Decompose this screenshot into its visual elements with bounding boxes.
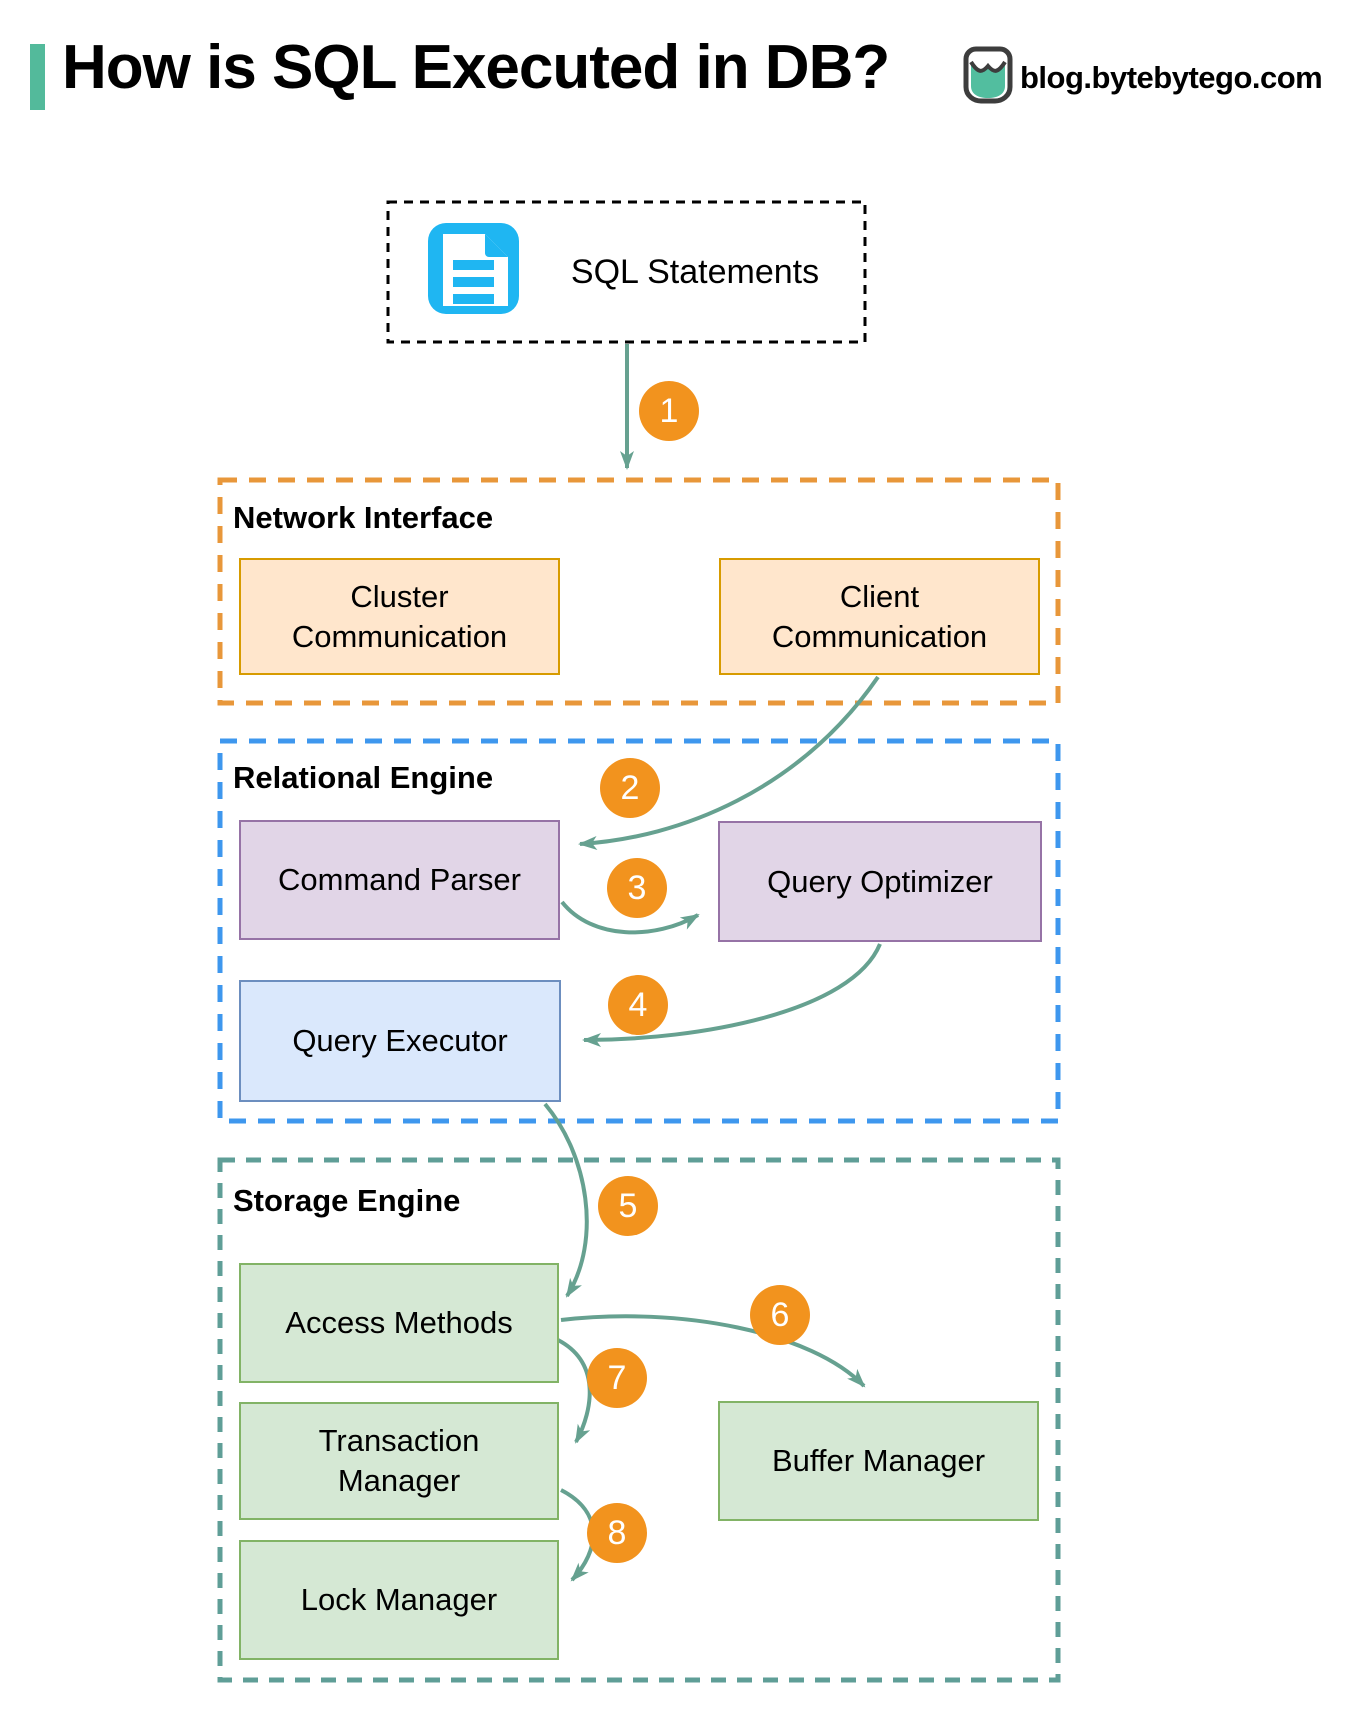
section-label-network-interface: Network Interface: [233, 500, 494, 535]
step-badge-6: 6: [750, 1285, 810, 1345]
brand-site-text: blog.bytebytego.com: [1020, 59, 1323, 95]
arrow-7-access-to-transaction: [557, 1338, 592, 1444]
node-query-executor: Query Executor: [239, 980, 561, 1102]
step-badge-3: 3: [607, 858, 667, 918]
step-badge-7: 7: [587, 1348, 647, 1408]
title-accent-bar: [30, 44, 45, 110]
node-cluster-communication: Cluster Communication: [239, 558, 560, 675]
bytebytego-logo-icon: [962, 46, 1014, 109]
page-title: How is SQL Executed in DB?: [62, 33, 890, 102]
section-label-relational-engine: Relational Engine: [233, 760, 494, 795]
node-query-optimizer: Query Optimizer: [718, 821, 1042, 942]
brand: blog.bytebytego.com: [962, 46, 1323, 109]
node-transaction-manager: Transaction Manager: [239, 1402, 559, 1520]
node-buffer-manager: Buffer Manager: [718, 1401, 1039, 1521]
step-badge-1: 1: [639, 381, 699, 441]
document-icon: [425, 220, 522, 322]
sql-statements-label: SQL Statements: [570, 252, 820, 291]
section-label-storage-engine: Storage Engine: [233, 1183, 461, 1218]
node-client-communication: Client Communication: [719, 558, 1040, 675]
step-badge-2: 2: [600, 758, 660, 818]
node-lock-manager: Lock Manager: [239, 1540, 559, 1660]
step-badge-8: 8: [587, 1503, 647, 1563]
node-command-parser: Command Parser: [239, 820, 560, 940]
step-badge-5: 5: [598, 1176, 658, 1236]
node-access-methods: Access Methods: [239, 1263, 559, 1383]
step-badge-4: 4: [608, 975, 668, 1035]
